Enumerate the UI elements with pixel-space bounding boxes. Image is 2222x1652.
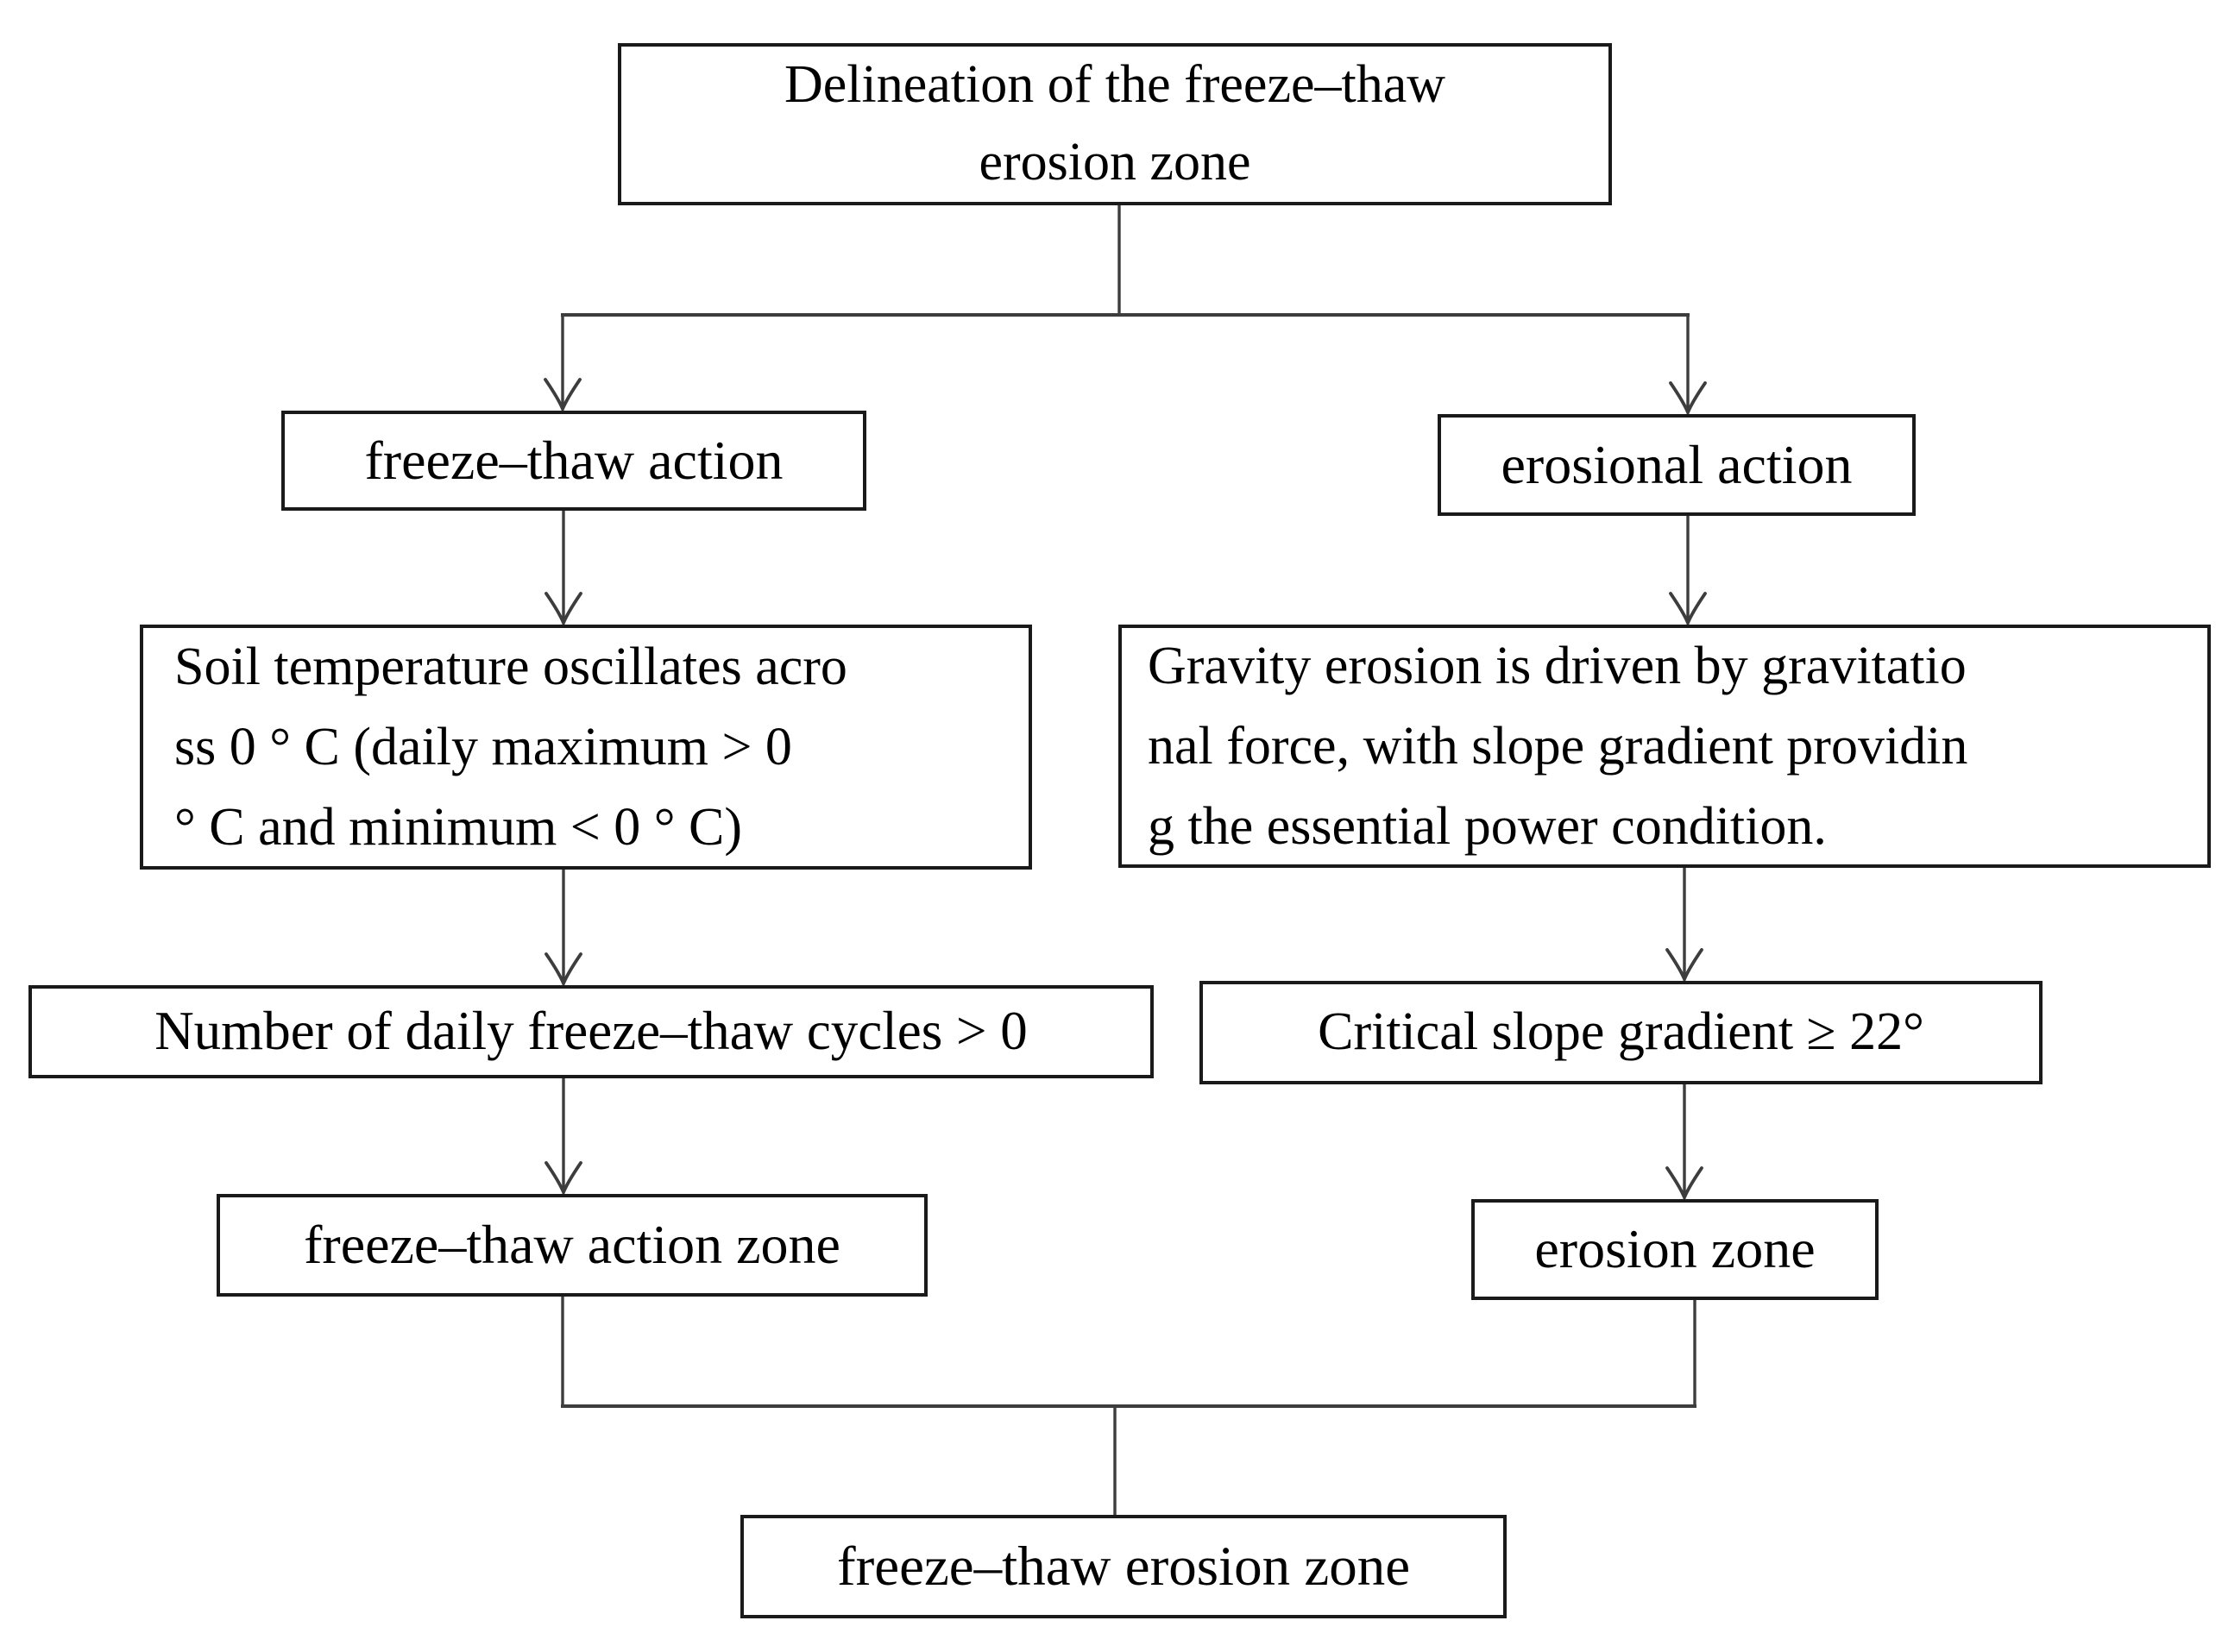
node-daily-cycles: Number of daily freeze–thaw cycles > 0 — [28, 985, 1154, 1078]
node-daily-cycles-label: Number of daily freeze–thaw cycles > 0 — [154, 1001, 1028, 1062]
node-delineation-title: Delineation of the freeze–thaw erosion z… — [618, 43, 1612, 205]
arrowhead-to-erosion-zone — [1665, 1166, 1703, 1202]
node-erosional-action: erosional action — [1438, 414, 1916, 516]
node-freeze-thaw-action: freeze–thaw action — [281, 411, 866, 511]
node-freeze-thaw-erosion-zone: freeze–thaw erosion zone — [740, 1515, 1507, 1618]
node-freeze-thaw-erosion-zone-label: freeze–thaw erosion zone — [836, 1535, 1411, 1598]
node-freeze-thaw-action-zone: freeze–thaw action zone — [217, 1194, 928, 1297]
node-delineation-title-label: Delineation of the freeze–thaw erosion z… — [784, 55, 1445, 192]
arrowhead-to-freeze-thaw-action-zone — [544, 1161, 582, 1197]
node-freeze-thaw-action-label: freeze–thaw action — [364, 429, 784, 491]
node-gravity-erosion-label: Gravity erosion is driven by gravitatio … — [1148, 636, 1968, 856]
node-soil-temperature: Soil temperature oscillates acro ss 0 ° … — [140, 625, 1032, 870]
node-soil-temperature-label: Soil temperature oscillates acro ss 0 ° … — [174, 637, 847, 857]
arrowhead-to-gravity-erosion — [1669, 592, 1707, 627]
arrowhead-to-freeze-thaw-action — [544, 378, 582, 413]
node-critical-slope-label: Critical slope gradient ≥ 22° — [1318, 1002, 1924, 1062]
node-gravity-erosion: Gravity erosion is driven by gravitatio … — [1118, 625, 2211, 868]
node-erosion-zone: erosion zone — [1471, 1199, 1879, 1300]
arrowhead-to-daily-cycles — [544, 952, 582, 988]
arrowhead-to-erosional-action — [1669, 381, 1707, 417]
node-freeze-thaw-action-zone-label: freeze–thaw action zone — [304, 1214, 840, 1276]
arrowhead-to-critical-slope — [1665, 948, 1703, 983]
node-erosional-action-label: erosional action — [1501, 433, 1853, 495]
arrowhead-to-soil-temperature — [544, 592, 582, 627]
node-critical-slope: Critical slope gradient ≥ 22° — [1199, 981, 2043, 1084]
node-erosion-zone-label: erosion zone — [1534, 1218, 1816, 1280]
